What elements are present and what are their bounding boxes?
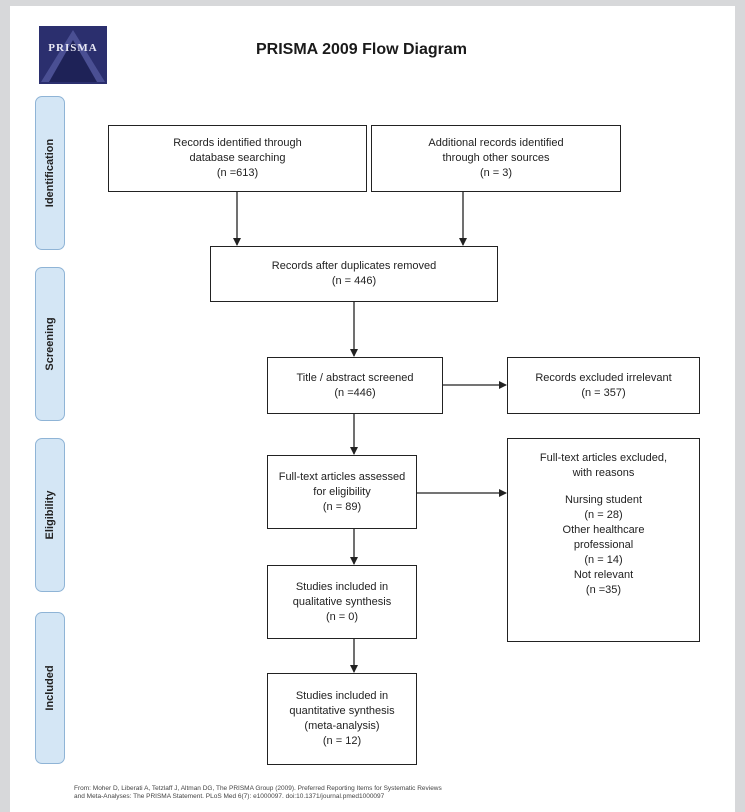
- box-text: Studies included in: [295, 580, 389, 593]
- box-text: database searching: [189, 152, 286, 164]
- box-text: Additional records identified: [428, 137, 564, 149]
- box-text: Records identified through: [173, 137, 302, 149]
- box-text: (meta-analysis): [304, 720, 380, 732]
- box-fulltext-assessed: Full-text articles assessed for eligibil…: [267, 455, 417, 529]
- box-text: (n = 357): [581, 386, 626, 399]
- flow-arrows: [233, 192, 507, 673]
- exclusion-reason: professional: [573, 539, 634, 551]
- box-text: Records after duplicates removed: [271, 260, 437, 272]
- exclusion-count: (n = 14): [584, 554, 623, 566]
- box-text: through other sources: [442, 152, 550, 164]
- box-text: Studies included in: [295, 690, 389, 702]
- box-text: (n = 12): [322, 735, 362, 747]
- prisma-logo: PRISMA: [39, 26, 107, 84]
- box-fulltext-excluded: Full-text articles excluded, with reason…: [507, 438, 700, 642]
- box-qualitative-synthesis: Studies included in qualitative synthesi…: [267, 565, 417, 639]
- box-text: Full-text articles assessed: [278, 470, 406, 483]
- exclusion-reason: Not relevant: [573, 569, 634, 581]
- citation: From: Moher D, Liberati A, Tetzlaff J, A…: [74, 785, 724, 801]
- box-records-excluded: Records excluded irrelevant (n = 357): [507, 357, 700, 414]
- box-duplicates-removed: Records after duplicates removed (n = 44…: [210, 246, 498, 302]
- logo-text: PRISMA: [48, 42, 98, 54]
- box-text: (n = 3): [479, 167, 513, 179]
- citation-line: and Meta-Analyses: The PRISMA Statement.…: [74, 793, 385, 800]
- box-text: Full-text articles excluded,: [539, 452, 668, 464]
- box-text: (n =613): [216, 167, 259, 179]
- stage-screening: Screening: [35, 267, 65, 421]
- box-text: qualitative synthesis: [292, 595, 392, 608]
- box-text: (n = 89): [322, 500, 362, 513]
- exclusion-count: (n = 28): [584, 509, 623, 521]
- exclusion-reason: Nursing student: [564, 494, 643, 506]
- stage-eligibility: Eligibility: [35, 438, 65, 592]
- stage-identification: Identification: [35, 96, 65, 250]
- box-text: for eligibility: [313, 485, 371, 498]
- box-title-abstract-screened: Title / abstract screened (n =446): [267, 357, 443, 414]
- diagram-title: PRISMA 2009 Flow Diagram: [256, 41, 468, 58]
- box-database-records: Records identified through database sear…: [108, 125, 367, 192]
- stage-included: Included: [35, 612, 65, 764]
- box-text: with reasons: [572, 467, 635, 479]
- box-text: (n = 446): [331, 275, 377, 287]
- box-text: quantitative synthesis: [289, 705, 395, 717]
- box-text: (n = 0): [325, 610, 359, 623]
- box-text: (n =446): [334, 386, 376, 399]
- box-quantitative-synthesis: Studies included in quantitative synthes…: [267, 673, 417, 765]
- box-other-sources: Additional records identified through ot…: [371, 125, 621, 192]
- exclusion-reason: Other healthcare: [562, 524, 645, 536]
- exclusion-count: (n =35): [585, 584, 622, 596]
- diagram-page: PRISMA PRISMA 2009 Flow Diagram Identifi…: [10, 6, 735, 812]
- box-text: Title / abstract screened: [296, 371, 414, 384]
- citation-line: From: Moher D, Liberati A, Tetzlaff J, A…: [74, 785, 442, 792]
- box-text: Records excluded irrelevant: [535, 371, 672, 384]
